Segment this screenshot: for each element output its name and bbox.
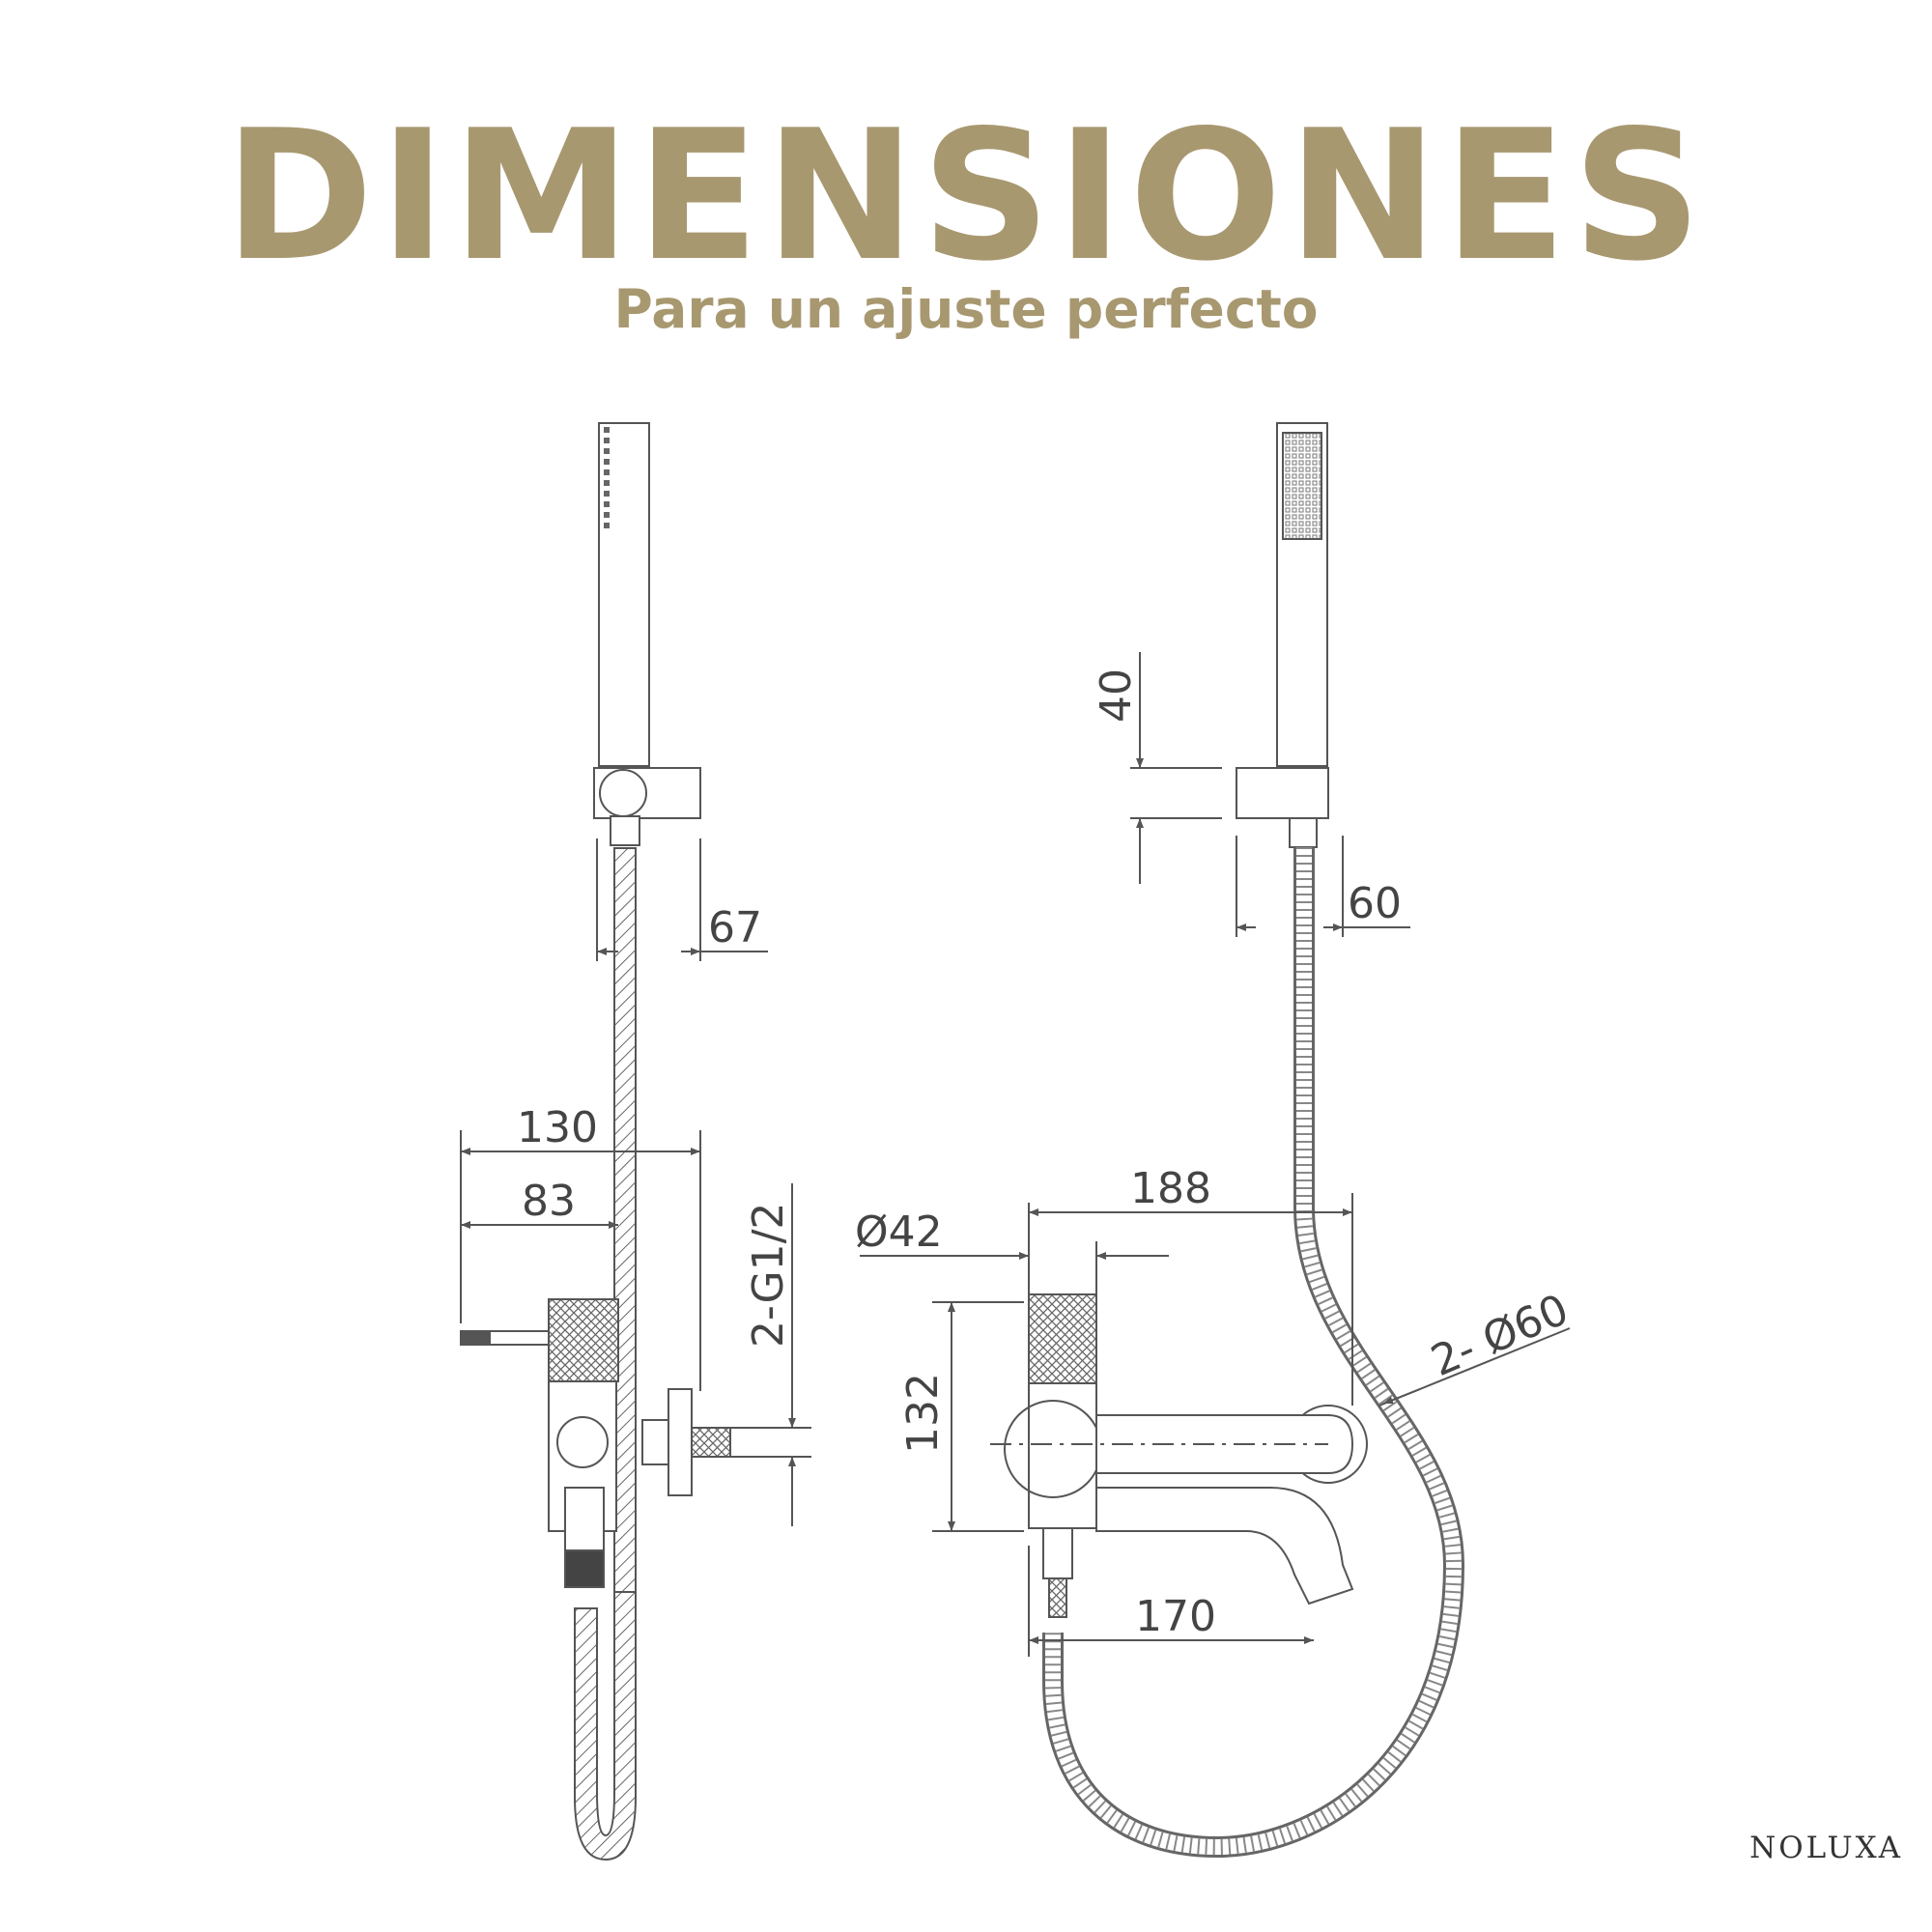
side-view bbox=[460, 422, 811, 1861]
wall-rosette bbox=[668, 1388, 693, 1496]
front-view bbox=[860, 422, 1571, 1859]
dim-2-g1-2: 2-G1/2 bbox=[744, 1203, 793, 1348]
dim-188: 188 bbox=[1130, 1164, 1211, 1213]
lever-cap bbox=[548, 1298, 619, 1382]
page-title: DIMENSIONES bbox=[224, 91, 1708, 300]
dim-40: 40 bbox=[1092, 668, 1141, 723]
shower-hose-front bbox=[1042, 847, 1465, 1859]
brand-logo: NOLUXA bbox=[1749, 1831, 1903, 1865]
dim-132: 132 bbox=[898, 1373, 948, 1454]
page-subtitle: Para un ajuste perfecto bbox=[613, 278, 1319, 340]
dim-67: 67 bbox=[708, 903, 762, 952]
dim-60: 60 bbox=[1348, 879, 1402, 928]
lever-cap-front bbox=[1028, 1293, 1097, 1384]
dim-170: 170 bbox=[1135, 1592, 1216, 1641]
dim-2-diameter-60: 2- Ø60 bbox=[1424, 1285, 1576, 1386]
dim-83: 83 bbox=[522, 1177, 576, 1226]
dim-diameter-42: Ø42 bbox=[855, 1208, 943, 1257]
shower-holder-front bbox=[1236, 767, 1329, 819]
dim-130: 130 bbox=[517, 1103, 598, 1152]
